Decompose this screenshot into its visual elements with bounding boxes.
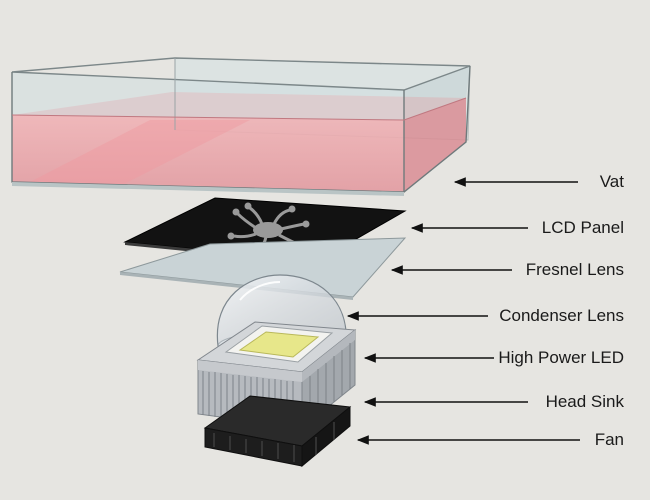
vat <box>11 57 471 196</box>
label-heatsink: Head Sink <box>545 392 624 411</box>
label-fresnel-lens: Fresnel Lens <box>525 260 624 279</box>
pointer-arrows <box>346 177 580 445</box>
high-power-led <box>224 325 334 363</box>
label-high-power-led: High Power LED <box>498 348 624 367</box>
label-vat: Vat <box>599 172 624 191</box>
label-fan: Fan <box>594 430 624 449</box>
fan <box>203 395 352 468</box>
label-lcd-panel: LCD Panel <box>541 218 624 237</box>
label-condenser-lens: Condenser Lens <box>499 306 624 325</box>
